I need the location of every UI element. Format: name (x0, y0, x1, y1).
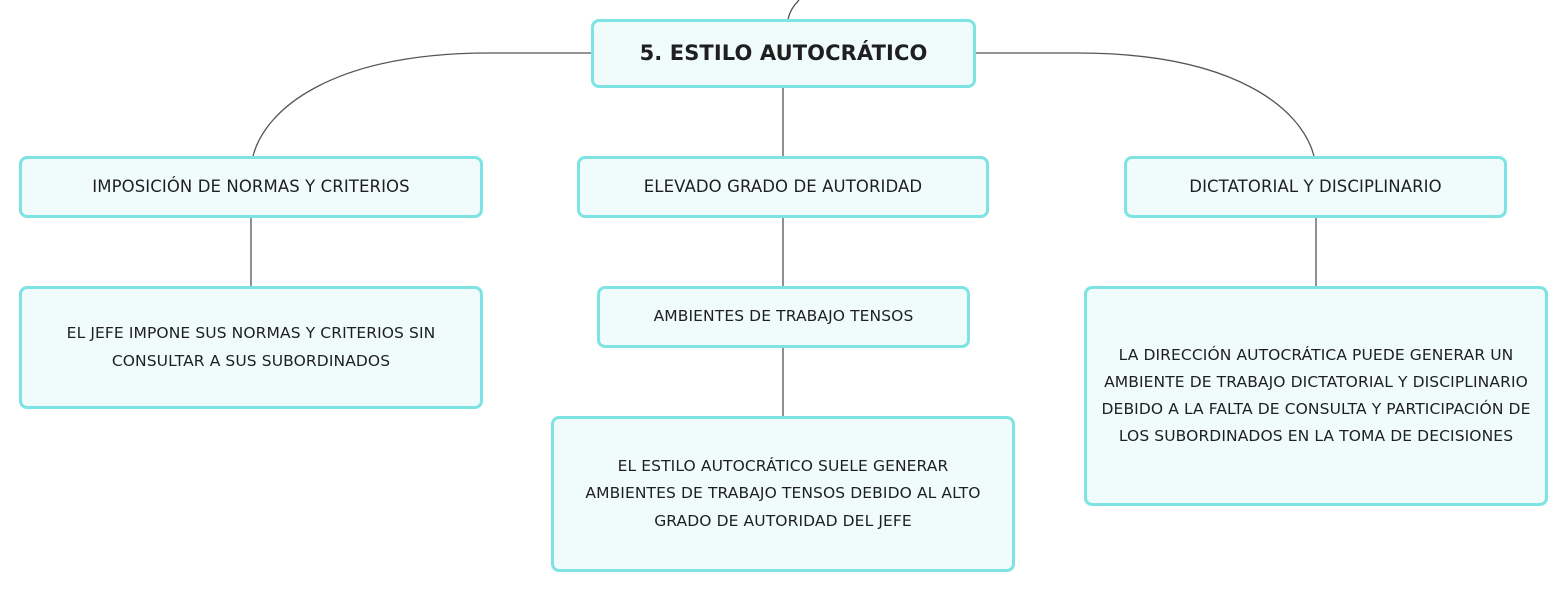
branch-node-label: IMPOSICIÓN DE NORMAS Y CRITERIOS (92, 176, 410, 196)
branch-node-imposicion[interactable]: IMPOSICIÓN DE NORMAS Y CRITERIOS (19, 156, 483, 218)
child-node-label: EL JEFE IMPONE SUS NORMAS Y CRITERIOS SI… (66, 324, 436, 370)
branch-node-elevado-grado[interactable]: ELEVADO GRADO DE AUTORIDAD (577, 156, 989, 218)
root-node[interactable]: 5. ESTILO AUTOCRÁTICO (591, 19, 976, 88)
branch-node-label: DICTATORIAL Y DISCIPLINARIO (1189, 176, 1442, 196)
child-node-estilo-autocratico[interactable]: EL ESTILO AUTOCRÁTICO SUELE GENERAR AMBI… (551, 416, 1015, 572)
child-node-label: LA DIRECCIÓN AUTOCRÁTICA PUEDE GENERAR U… (1101, 345, 1531, 446)
connector-root-left (252, 52, 591, 157)
branch-node-label: ELEVADO GRADO DE AUTORIDAD (643, 176, 923, 196)
branch-node-dictatorial[interactable]: DICTATORIAL Y DISCIPLINARIO (1124, 156, 1507, 218)
connector-parent (787, 0, 800, 20)
child-node-label: EL ESTILO AUTOCRÁTICO SUELE GENERAR AMBI… (585, 457, 981, 530)
root-node-label: 5. ESTILO AUTOCRÁTICO (639, 41, 928, 66)
child-node-direccion-autocratica[interactable]: LA DIRECCIÓN AUTOCRÁTICA PUEDE GENERAR U… (1084, 286, 1548, 506)
connector-root-right (976, 52, 1315, 157)
child-node-label: AMBIENTES DE TRABAJO TENSOS (653, 307, 914, 326)
child-node-jefe-impone[interactable]: EL JEFE IMPONE SUS NORMAS Y CRITERIOS SI… (19, 286, 483, 409)
child-node-ambientes-tensos[interactable]: AMBIENTES DE TRABAJO TENSOS (597, 286, 970, 348)
